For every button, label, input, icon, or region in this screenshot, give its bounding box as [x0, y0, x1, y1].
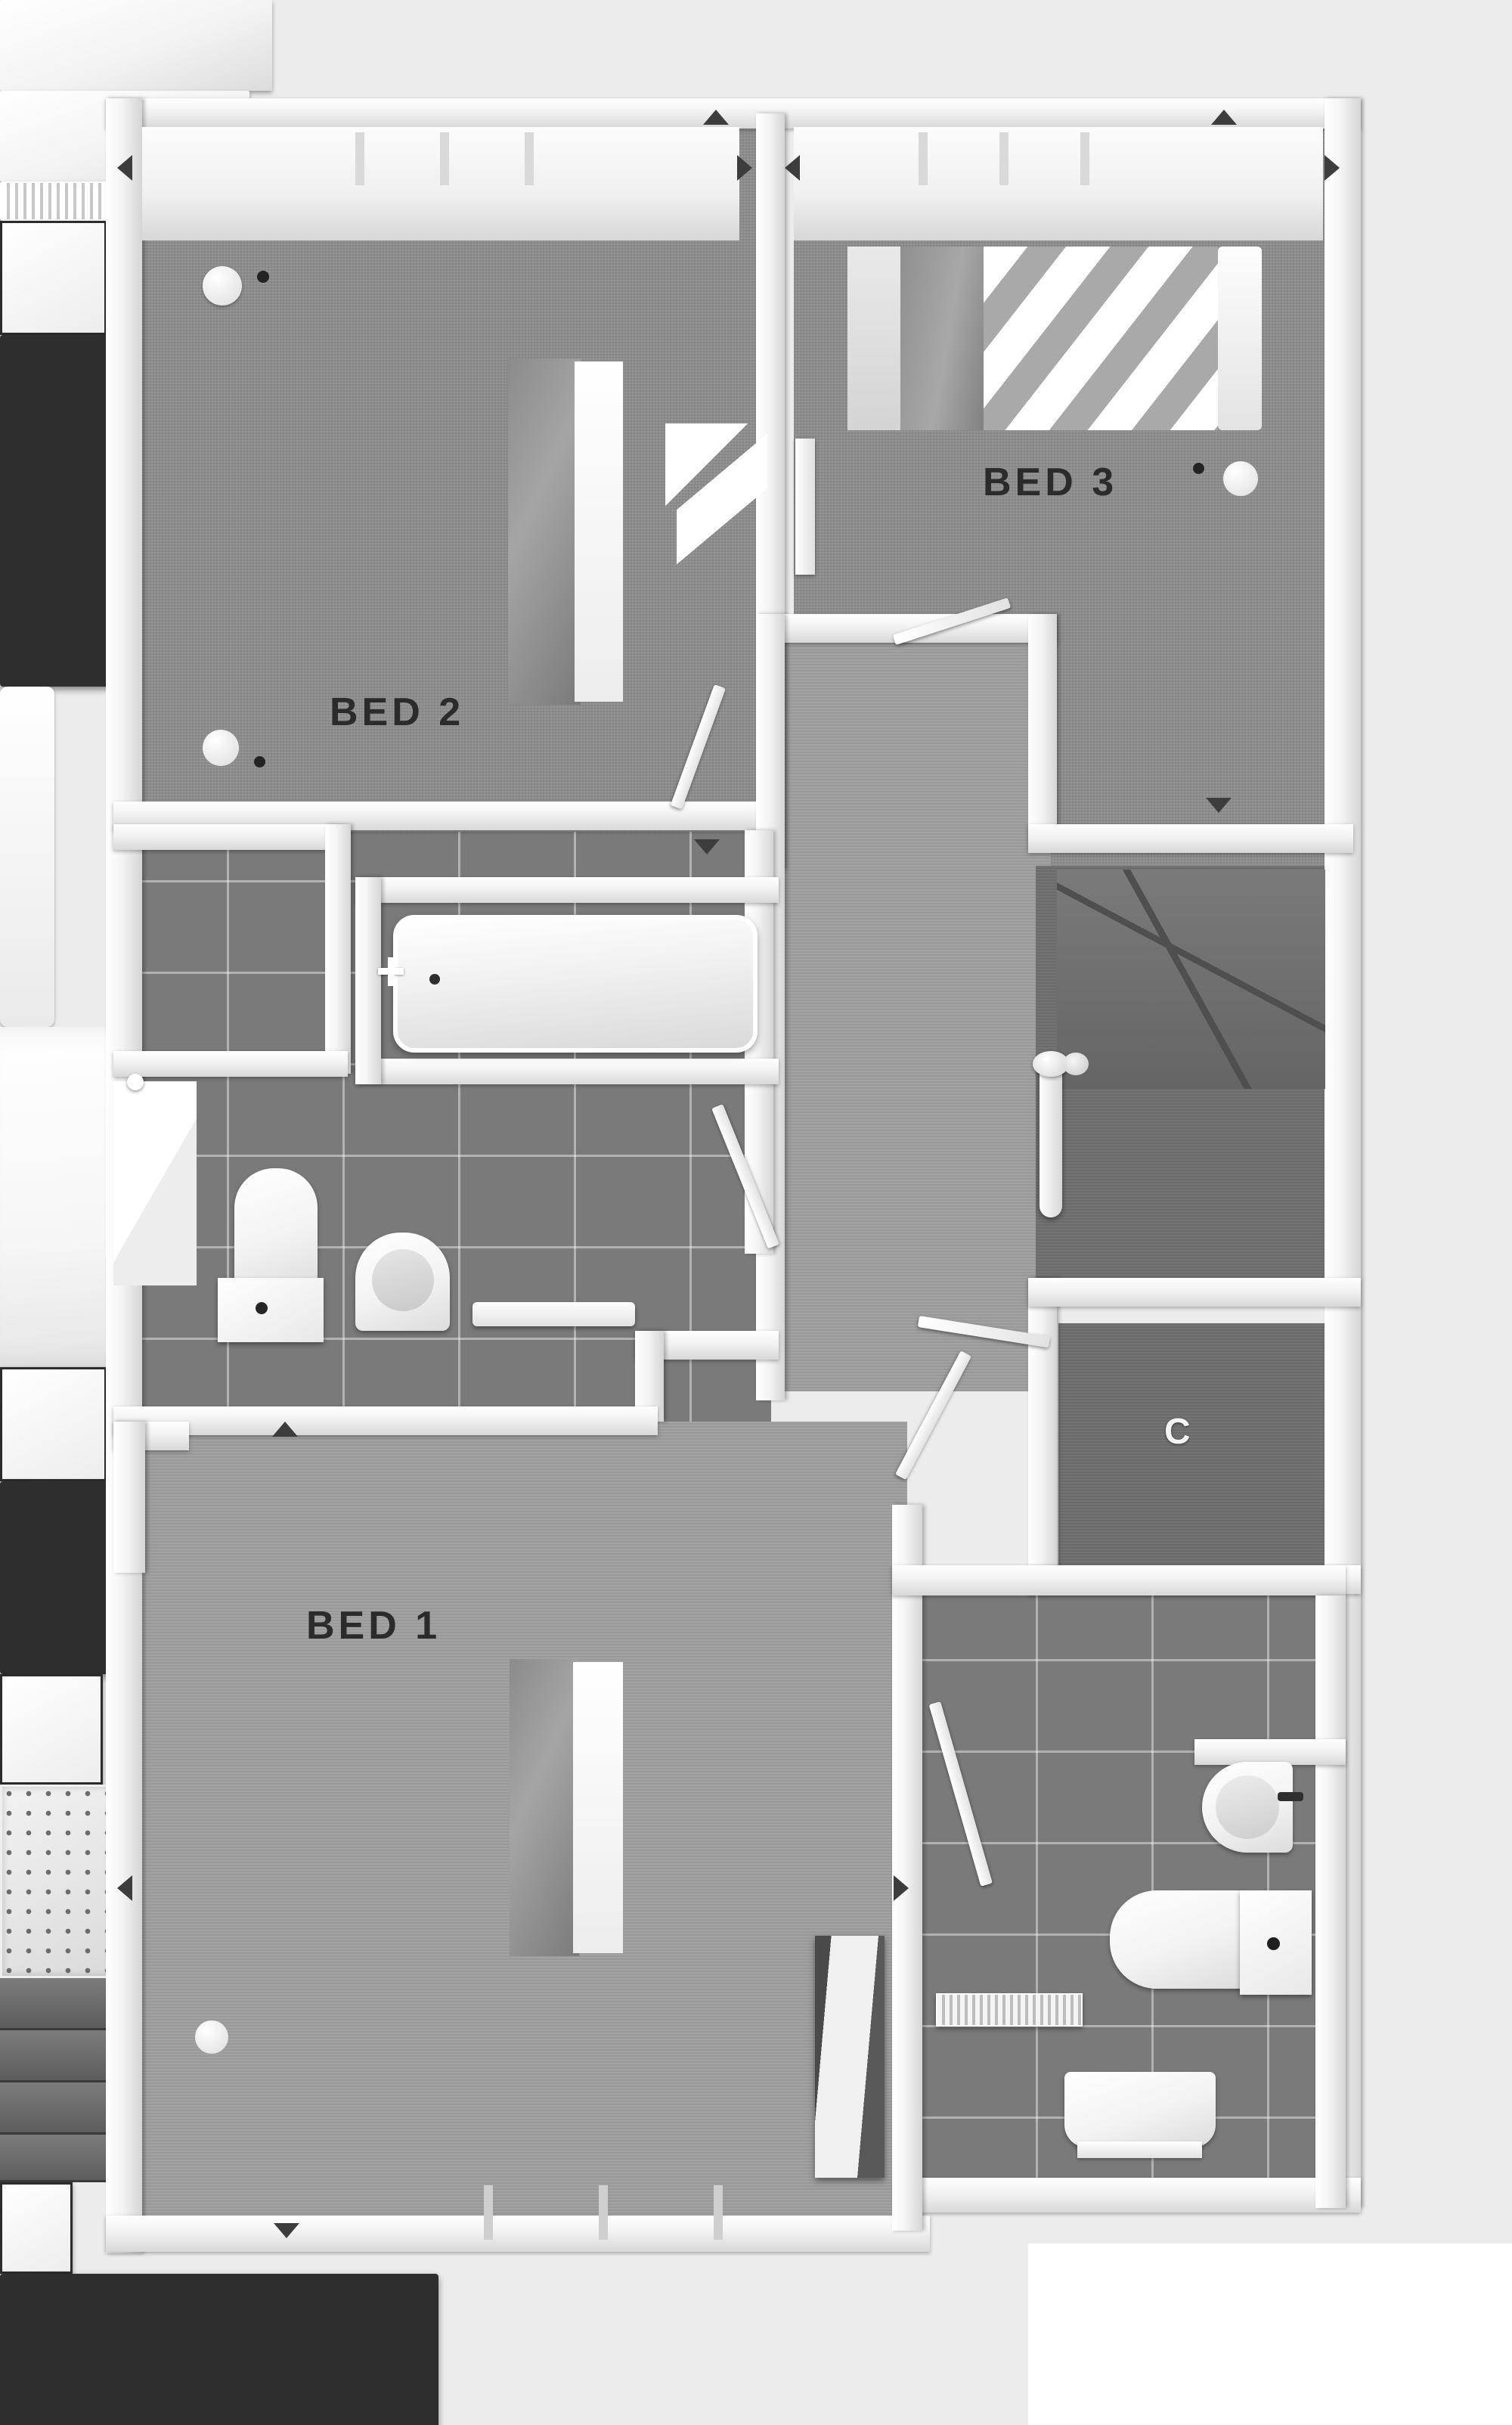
- lamp-bed3: [1223, 461, 1258, 496]
- wardrobe-bed1: [815, 1936, 885, 2178]
- shower-cubicle-wall-top: [113, 824, 348, 850]
- duvet-fold-bed2: [575, 361, 623, 702]
- view-marker-up-bed3: [1211, 110, 1237, 125]
- throw-bed2: [508, 358, 581, 705]
- shower-cubicle-wall-bottom: [113, 1051, 348, 1077]
- partition-ensuite-basin-shelf: [1194, 1739, 1346, 1765]
- partition-bathroom-bottom: [113, 1406, 658, 1435]
- room-floor-cupboard: [1058, 1323, 1361, 1588]
- room-floor-landing: [764, 620, 1051, 1391]
- toilet-cistern-bathroom: [218, 1278, 324, 1342]
- toilet-bathroom: [234, 1168, 318, 1293]
- window-bed2-mullions: [280, 132, 552, 185]
- lamp-bed1: [195, 2020, 228, 2054]
- basin-bowl-bathroom: [372, 1249, 434, 1311]
- window-bed3-mullions: [847, 132, 1096, 185]
- view-marker-right-bed2: [737, 155, 752, 181]
- bolster-bed3: [1218, 247, 1262, 430]
- window-bed2: [0, 0, 272, 91]
- partition-bed3-stairs: [1028, 824, 1353, 853]
- view-marker-right-bed3: [1325, 155, 1340, 181]
- handrail-stairs: [1063, 1053, 1089, 1075]
- room-label-bed3: BED 3: [983, 461, 1118, 504]
- duvet-fold-bed1: [573, 1662, 623, 1953]
- toilet-flush-bathroom: [256, 1302, 268, 1314]
- view-marker-down-bed3: [1206, 798, 1232, 813]
- lamp-bed2-top: [203, 266, 242, 305]
- toilet-flush-ensuite: [1267, 1937, 1280, 1950]
- bath-tap-riser: [388, 957, 395, 986]
- bath-surround-top: [355, 877, 779, 903]
- view-marker-down-bed2: [694, 839, 720, 854]
- view-marker-up-bathroom: [272, 1422, 298, 1437]
- corner-cutout: [1028, 2244, 1512, 2425]
- nightstand-bed2-bottom: [0, 1367, 107, 1481]
- bath-surround-left: [355, 877, 381, 1084]
- bath-surround-bottom: [355, 1059, 779, 1084]
- room-floor-bed1: [113, 1422, 907, 2238]
- partition-ensuite-top: [892, 1565, 1346, 1595]
- stair-winder-1: [1057, 870, 1325, 1089]
- partition-landing-right-upper: [1028, 614, 1057, 848]
- throw-bed3: [900, 247, 984, 430]
- nightstand-bed3: [0, 1674, 103, 1785]
- throw-bed1: [510, 1659, 579, 1956]
- bath-tub: [393, 915, 758, 1053]
- towel-rail-bathroom: [472, 1302, 635, 1326]
- lamp-dot-bed3: [1193, 463, 1204, 474]
- bench-base-ensuite: [1077, 2141, 1202, 2158]
- partition-ensuite-right: [1315, 1595, 1346, 2208]
- pillow-bed3: [847, 247, 900, 430]
- room-label-bed2: BED 2: [330, 690, 465, 734]
- lamp-bed2-bottom: [203, 730, 239, 766]
- bay-window-mullions-bed1: [378, 2185, 733, 2240]
- room-label-bed1: BED 1: [306, 1604, 442, 1648]
- view-marker-left-bed1: [117, 1875, 132, 1901]
- bench-ensuite: [1064, 2072, 1216, 2147]
- duvet-bed3: [984, 247, 1218, 430]
- bathroom-door-stop: [127, 1074, 144, 1090]
- shower-cubicle-wall-right: [325, 824, 351, 1074]
- nightstand-bed2-top: [0, 221, 107, 335]
- lamp-dot-bed2-bottom: [254, 756, 265, 768]
- view-marker-up-bed2: [703, 110, 729, 125]
- lamp-dot-bed2-top: [257, 271, 269, 283]
- partition-landing-right-lower: [1028, 1278, 1057, 1573]
- partition-bed1-ensuite: [892, 1505, 922, 2231]
- partition-stairs-cupboard: [1028, 1278, 1361, 1307]
- nightstand-bed1-top: [0, 2182, 73, 2274]
- radiator-ensuite: [936, 1993, 1083, 2027]
- radiator-bed3: [795, 439, 815, 575]
- partition-bed1-left-nib: [113, 1422, 145, 1573]
- view-marker-down-bed1: [274, 2223, 299, 2238]
- door-wedge-bed2: [677, 423, 767, 575]
- bed-bed1: [0, 2274, 438, 2425]
- bathroom-window-alcove: [113, 1081, 197, 1285]
- toilet-ensuite: [1110, 1890, 1246, 1989]
- exterior-wall-top: [106, 98, 1361, 129]
- view-marker-left-bed3: [785, 155, 800, 181]
- newel-post-stairs: [1040, 1059, 1062, 1217]
- room-label-cupboard: C: [1164, 1412, 1191, 1452]
- basin-tap-ensuite: [1278, 1792, 1303, 1801]
- view-marker-right-bed1: [894, 1875, 909, 1901]
- view-marker-left-bed2: [117, 155, 132, 181]
- exterior-wall-bottom-right: [907, 2178, 1361, 2213]
- bath-plughole: [429, 974, 440, 985]
- basin-bowl-ensuite: [1216, 1775, 1279, 1839]
- pillow-bed2: [0, 687, 54, 1027]
